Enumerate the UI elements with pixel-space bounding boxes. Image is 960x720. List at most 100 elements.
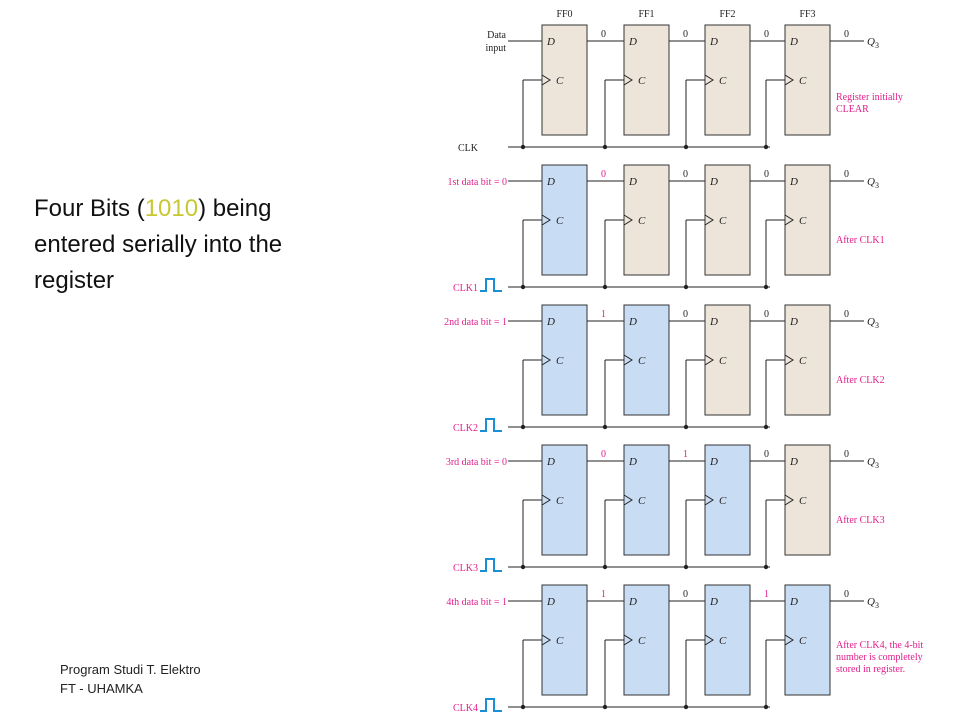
clock-label: CLK2 — [453, 423, 478, 434]
clock-input-triangle — [704, 634, 714, 646]
bit-value: 0 — [601, 169, 606, 180]
junction-dot — [683, 144, 689, 150]
flip-flop — [623, 304, 670, 416]
pin-c-label: C — [556, 495, 564, 507]
register-stage: 2nd data bit = 1CLK2DC1DC0DC0DC0Q3After … — [444, 304, 885, 434]
data-input-label: Data — [487, 30, 506, 41]
pin-c-label: C — [556, 635, 564, 647]
pin-c-label: C — [799, 215, 807, 227]
bit-value: 0 — [601, 29, 606, 40]
clock-input-triangle — [784, 634, 794, 646]
clock-input-triangle — [623, 74, 633, 86]
clock-input-triangle — [623, 634, 633, 646]
clock-label: CLK4 — [453, 703, 478, 714]
clock-input-triangle — [541, 214, 551, 226]
pin-d-label: D — [546, 456, 555, 468]
pin-d-label: D — [789, 36, 798, 48]
junction-dot — [683, 704, 689, 710]
pin-d-label: D — [709, 176, 718, 188]
register-stage: 4th data bit = 1CLK4DC1DC0DC1DC0Q3After … — [446, 584, 923, 714]
junction-dot — [683, 284, 689, 290]
pin-d-label: D — [709, 36, 718, 48]
bit-value: 0 — [844, 169, 849, 180]
clock-input-triangle — [541, 494, 551, 506]
bit-value: 0 — [844, 589, 849, 600]
clock-pulse-icon — [480, 418, 502, 432]
pin-c-label: C — [719, 635, 727, 647]
pin-d-label: D — [709, 596, 718, 608]
pin-d-label: D — [709, 316, 718, 328]
stage-note: After CLK1 — [836, 235, 885, 246]
clock-label: CLK3 — [453, 563, 478, 574]
bit-value: 0 — [601, 449, 606, 460]
pin-c-label: C — [638, 355, 646, 367]
clock-input-triangle — [541, 354, 551, 366]
pin-d-label: D — [789, 456, 798, 468]
pin-d-label: D — [628, 316, 637, 328]
clock-input-triangle — [704, 214, 714, 226]
pin-c-label: C — [799, 495, 807, 507]
clock-input-triangle — [623, 214, 633, 226]
pin-d-label: D — [628, 596, 637, 608]
bit-value: 0 — [683, 589, 688, 600]
register-stage: 1st data bit = 0CLK1DC0DC0DC0DC0Q3After … — [447, 164, 885, 294]
footer-program: Program Studi T. Elektro — [60, 662, 201, 677]
clock-label: CLK1 — [453, 283, 478, 294]
stage-note: stored in register. — [836, 664, 905, 675]
bit-value: 0 — [844, 309, 849, 320]
junction-dot — [763, 284, 769, 290]
clock-input-triangle — [541, 74, 551, 86]
output-q3-label: Q3 — [867, 176, 879, 190]
junction-dot — [763, 704, 769, 710]
bit-value: 0 — [844, 29, 849, 40]
output-q3-subscript: 3 — [875, 41, 879, 50]
data-bit-label: 3rd data bit = 0 — [446, 457, 507, 468]
footer: Program Studi T. Elektro FT - UHAMKA — [60, 660, 201, 698]
pin-c-label: C — [638, 495, 646, 507]
pin-c-label: C — [556, 355, 564, 367]
output-q3-label: Q3 — [867, 316, 879, 330]
stage-note: After CLK3 — [836, 515, 885, 526]
junction-dot — [602, 424, 608, 430]
data-bit-label: 4th data bit = 1 — [446, 597, 507, 608]
title-prefix: Four Bits ( — [34, 195, 145, 222]
junction-dot — [763, 144, 769, 150]
clock-input-triangle — [704, 354, 714, 366]
bit-value: 1 — [601, 589, 606, 600]
clock-input-triangle — [623, 354, 633, 366]
junction-dot — [683, 564, 689, 570]
pin-d-label: D — [546, 176, 555, 188]
pin-d-label: D — [789, 316, 798, 328]
pin-c-label: C — [799, 355, 807, 367]
data-bit-label: 1st data bit = 0 — [447, 177, 507, 188]
pin-c-label: C — [719, 75, 727, 87]
clock-input-triangle — [623, 494, 633, 506]
data-input-label: input — [485, 43, 506, 54]
stage-note: Register initially — [836, 92, 903, 103]
junction-dot — [683, 424, 689, 430]
bit-value: 0 — [764, 29, 769, 40]
pin-d-label: D — [628, 176, 637, 188]
bit-value: 0 — [683, 29, 688, 40]
stage-note: CLEAR — [836, 104, 869, 115]
bit-value: 1 — [601, 309, 606, 320]
pin-c-label: C — [799, 75, 807, 87]
clock-input-triangle — [784, 74, 794, 86]
bit-value: 0 — [844, 449, 849, 460]
output-q3-subscript: 3 — [875, 181, 879, 190]
pin-c-label: C — [556, 75, 564, 87]
bit-value: 1 — [764, 589, 769, 600]
junction-dot — [602, 564, 608, 570]
pin-d-label: D — [546, 596, 555, 608]
ff-label: FF1 — [638, 9, 654, 20]
bit-value: 0 — [764, 449, 769, 460]
junction-dot — [520, 144, 526, 150]
junction-dot — [763, 564, 769, 570]
junction-dot — [602, 704, 608, 710]
junction-dot — [520, 564, 526, 570]
ff-label: FF0 — [556, 9, 572, 20]
bit-value: 0 — [764, 169, 769, 180]
clock-pulse-icon — [480, 278, 502, 292]
